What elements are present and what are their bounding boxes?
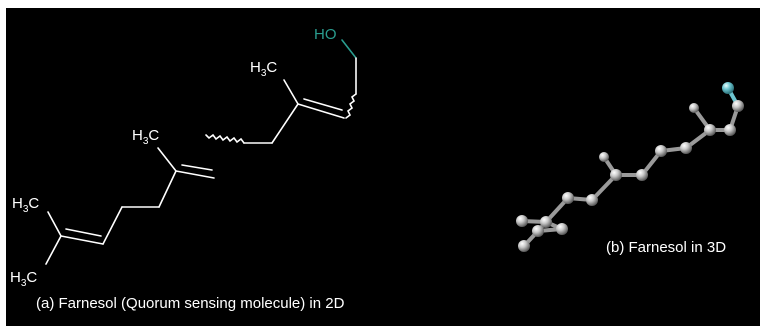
bond-c3-c4-double <box>297 103 345 119</box>
carbon-atom <box>610 169 622 181</box>
bond-c4-c5 <box>271 103 299 144</box>
hydroxyl-label: HO <box>314 26 337 43</box>
carbon-atom <box>732 100 744 112</box>
bond-c8-c9 <box>158 170 177 208</box>
carbon-atom <box>518 240 530 252</box>
farnesol-diagram: HO H3C H3C H3C H3C <box>10 26 744 312</box>
bond-methyl-1 <box>283 79 299 105</box>
caption-3d: (b) Farnesol in 3D <box>606 239 726 256</box>
bond-c6-c7-wavy <box>205 133 245 144</box>
methyl-label-3: H3C <box>12 195 39 215</box>
carbon-atom <box>655 145 667 157</box>
figure-panel: HO H3C H3C H3C H3C <box>6 8 760 326</box>
atoms-3d <box>516 82 744 252</box>
carbon-atom <box>680 142 692 154</box>
oxygen-atom <box>722 82 734 94</box>
bond-c7-c8-double <box>175 170 215 179</box>
methyl-label-4: H3C <box>10 269 37 289</box>
carbon-atom <box>599 152 609 162</box>
carbon-atom <box>689 103 699 113</box>
bond-c2-c3-wavy <box>345 93 357 119</box>
bond-oh <box>341 39 357 59</box>
carbon-atom <box>532 225 544 237</box>
bond-methyl-2 <box>157 147 177 172</box>
bond-methyl-4 <box>45 235 62 265</box>
carbon-atom <box>704 124 716 136</box>
carbon-atom <box>562 192 574 204</box>
carbon-atom <box>556 223 568 235</box>
structure-3d <box>516 82 744 252</box>
bond-methyl-3 <box>47 211 62 237</box>
bond-c11-c12-double <box>60 235 104 245</box>
carbon-atom <box>586 194 598 206</box>
carbon-atom <box>724 124 736 136</box>
sticks-3d <box>520 86 740 248</box>
carbon-atom <box>516 215 528 227</box>
methyl-label-2: H3C <box>132 127 159 147</box>
carbon-atom <box>540 216 552 228</box>
carbon-atom <box>636 169 648 181</box>
caption-2d: (a) Farnesol (Quorum sensing molecule) i… <box>36 295 345 312</box>
methyl-label-1: H3C <box>250 59 277 79</box>
structure-2d: HO H3C H3C H3C H3C <box>10 26 357 289</box>
bond-c10-c11 <box>102 206 123 245</box>
